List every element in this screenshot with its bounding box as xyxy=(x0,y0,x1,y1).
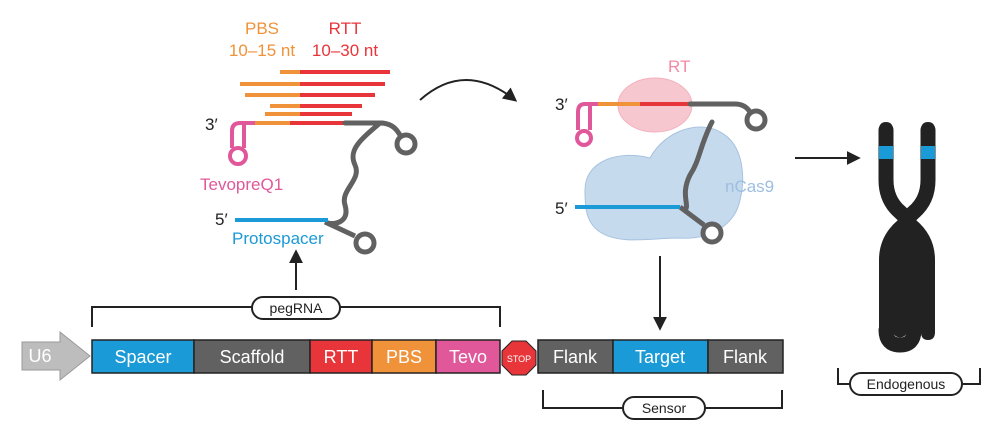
pegrna-structure: PBS 10–15 nt RTT 10–30 nt 3′ TevopreQ1 xyxy=(200,19,418,290)
u6-label: U6 xyxy=(28,346,51,366)
flank-segment-right xyxy=(707,339,784,374)
scaffold-loop-right-bottom xyxy=(700,221,724,245)
scaffold-loop-right-top xyxy=(744,108,768,132)
stop-label: STOP xyxy=(507,354,531,364)
pegrna-label: pegRNA xyxy=(270,300,324,316)
scaffold-stem-bottom xyxy=(323,219,357,239)
endogenous-label: Endogenous xyxy=(867,376,946,392)
tevopreq1-loop-right xyxy=(575,129,593,147)
chromosome-shape xyxy=(879,122,935,340)
flank-segment-left xyxy=(537,339,614,374)
u6-promoter-arrow xyxy=(21,330,91,382)
chromosome xyxy=(878,122,936,353)
rt-label: RT xyxy=(668,57,690,76)
target-label: Target xyxy=(635,347,685,367)
rtt-segment-label: RTT xyxy=(324,347,359,367)
chromosome-target-band-left xyxy=(879,146,893,159)
tevopreq1-loop xyxy=(228,146,248,166)
scaffold-label: Scaffold xyxy=(220,347,285,367)
scaffold-strand xyxy=(325,120,405,226)
target-segment xyxy=(612,339,709,374)
pbs-segment xyxy=(371,339,437,374)
tevopreq1-label: TevopreQ1 xyxy=(200,175,283,194)
scaffold-stem-right-bottom xyxy=(678,205,706,227)
sensor-label-box xyxy=(622,396,706,420)
scaffold-segment xyxy=(193,339,311,374)
tevo-segment xyxy=(435,339,501,374)
protospacer-label: Protospacer xyxy=(232,229,324,248)
flank-label-right: Flank xyxy=(723,347,768,367)
rtt-label: RTT xyxy=(329,19,362,38)
pbs-label: PBS xyxy=(245,19,279,38)
scaffold-loop-bottom xyxy=(353,231,377,255)
rtt-length-label: 10–30 nt xyxy=(312,41,378,60)
curved-arrow xyxy=(419,79,518,102)
spacer-label: Spacer xyxy=(114,347,171,367)
pbs-segment-label: PBS xyxy=(386,347,422,367)
pbs-length-label: 10–15 nt xyxy=(229,41,295,60)
endogenous-label-box xyxy=(849,372,963,396)
spacer-segment xyxy=(91,339,195,374)
chromosome-target-band-right xyxy=(921,146,935,159)
editor-complex: nCas9 RT 3′ 5′ xyxy=(555,57,774,331)
tevo-segment-label: Tevo xyxy=(449,347,487,367)
pegrna-label-box xyxy=(251,296,341,320)
three-prime-label-left: 3′ xyxy=(205,115,218,134)
five-prime-label-right: 5′ xyxy=(555,199,568,218)
construct-row: pegRNA U6 Spacer Scaffold RTT PBS Tevo S… xyxy=(21,296,981,420)
scaffold-strand-right xyxy=(682,101,753,213)
five-prime-label-left: 5′ xyxy=(215,210,228,229)
ncas9-label: nCas9 xyxy=(725,177,774,196)
tevopreq1-hairpin-right xyxy=(576,102,598,130)
scaffold-loop-top xyxy=(394,132,418,156)
flank-label-left: Flank xyxy=(553,347,598,367)
pbs-rtt-variant-stack xyxy=(240,70,390,116)
sensor-label: Sensor xyxy=(642,400,687,416)
tevopreq1-hairpin xyxy=(230,121,255,148)
ncas9-blob xyxy=(584,126,744,241)
three-prime-label-right: 3′ xyxy=(555,95,568,114)
stop-sign xyxy=(501,340,537,376)
